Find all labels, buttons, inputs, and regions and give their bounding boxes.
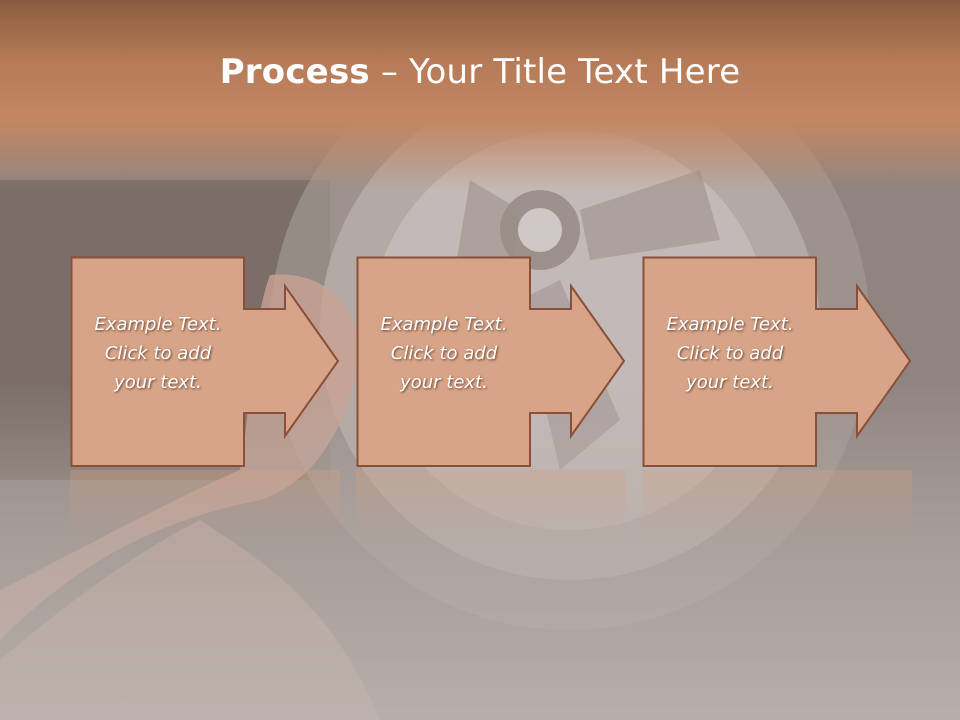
- step-text-line: Example Text.: [94, 314, 222, 335]
- step-text-line: Click to add: [104, 343, 212, 364]
- step-text: Example Text. Click to add your text.: [644, 310, 816, 397]
- process-step-1[interactable]: Example Text. Click to add your text.: [70, 256, 340, 468]
- step-arrow-shape: [642, 256, 912, 467]
- step-text: Example Text. Click to add your text.: [72, 310, 244, 397]
- step-text-line: your text.: [400, 372, 488, 393]
- step-text-line: Click to add: [676, 343, 784, 364]
- step-text-line: Click to add: [390, 343, 498, 364]
- process-step-3[interactable]: Example Text. Click to add your text.: [642, 256, 912, 468]
- step-text-line: Example Text.: [666, 314, 794, 335]
- step-text-line: your text.: [114, 372, 202, 393]
- slide-title[interactable]: Process – Your Title Text Here: [0, 52, 960, 92]
- title-bold: Process: [219, 52, 370, 92]
- title-rest: – Your Title Text Here: [369, 52, 741, 92]
- step-text-line: Example Text.: [380, 314, 508, 335]
- step-arrow-shape: [70, 256, 340, 467]
- step-text-line: your text.: [686, 372, 774, 393]
- step-text: Example Text. Click to add your text.: [358, 310, 530, 397]
- process-step-2[interactable]: Example Text. Click to add your text.: [356, 256, 626, 468]
- step-arrow-shape: [356, 256, 626, 467]
